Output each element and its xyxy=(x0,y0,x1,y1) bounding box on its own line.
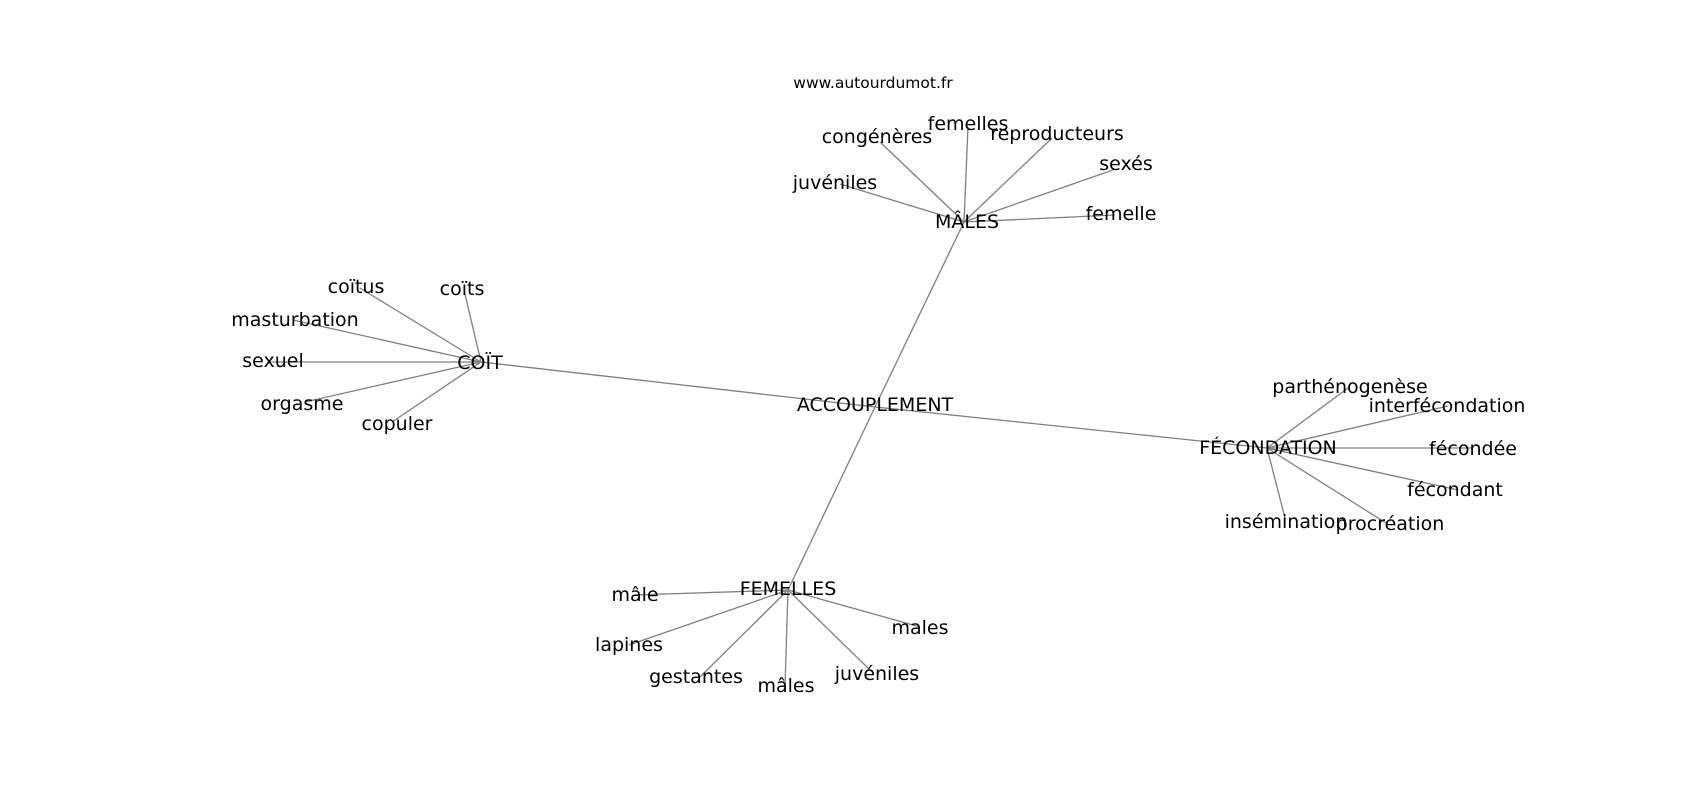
hub-node-coit: COÏT xyxy=(457,351,503,374)
leaf-edge xyxy=(879,141,965,223)
word-node: mâle xyxy=(611,584,658,606)
hub-node-femelles: FEMELLES xyxy=(740,578,837,600)
word-node: orgasme xyxy=(261,393,344,415)
hub-edge xyxy=(787,406,876,591)
leaf-edge xyxy=(1266,447,1459,491)
leaf-edge xyxy=(1266,447,1286,519)
word-node: juvéniles xyxy=(792,172,877,194)
word-node: mâles xyxy=(757,675,814,697)
word-node: congénères xyxy=(822,126,933,148)
leaf-edge xyxy=(359,287,482,363)
word-node: lapines xyxy=(595,634,663,656)
leaf-edge xyxy=(787,589,873,673)
leaf-edge xyxy=(463,289,482,363)
source-url: www.autourdumot.fr xyxy=(793,74,953,92)
leaf-edge xyxy=(963,137,1053,223)
leaf-edge xyxy=(634,589,789,596)
word-node: insémination xyxy=(1225,511,1348,533)
word-node: sexés xyxy=(1099,153,1153,175)
word-node: gestantes xyxy=(649,666,743,688)
leaf-edge xyxy=(304,361,482,403)
word-node: coïts xyxy=(440,278,485,300)
word-node: femelles xyxy=(928,113,1009,135)
leaf-edge xyxy=(699,589,789,678)
leaf-edge xyxy=(963,214,1116,223)
word-node: fécondée xyxy=(1429,438,1517,460)
leaf-edge xyxy=(292,319,482,363)
leaf-edge xyxy=(784,589,789,687)
leaf-edge xyxy=(391,361,482,423)
hub-edge xyxy=(480,361,876,408)
hub-edge xyxy=(874,406,1268,449)
word-node: interfécondation xyxy=(1369,395,1526,417)
word-node: juvéniles xyxy=(834,663,919,685)
center-node: ACCOUPLEMENT xyxy=(797,394,954,416)
hub-edge xyxy=(874,221,965,408)
word-node: parthénogenèse xyxy=(1272,376,1427,398)
word-node: males xyxy=(891,617,948,639)
leaf-edge xyxy=(1266,405,1449,449)
graph-edges xyxy=(270,126,1472,687)
word-node: masturbation xyxy=(231,309,358,331)
word-node: sexuel xyxy=(242,350,304,372)
graph-labels: www.autourdumot.fr ACCOUPLEMENT MÂLES co… xyxy=(231,74,1525,697)
word-node: reproducteurs xyxy=(990,123,1124,145)
word-node: femelle xyxy=(1086,203,1157,225)
hub-node-males: MÂLES xyxy=(935,210,999,233)
word-node: fécondant xyxy=(1407,479,1503,501)
leaf-edge xyxy=(1266,387,1349,449)
leaf-edge xyxy=(787,589,921,628)
leaf-edge xyxy=(628,589,789,646)
hub-node-fecondation: FÉCONDATION xyxy=(1199,436,1337,459)
word-node: copuler xyxy=(362,413,433,435)
word-node: procréation xyxy=(1336,513,1445,535)
leaf-edge xyxy=(963,126,969,223)
word-node: coïtus xyxy=(328,276,385,298)
leaf-edge xyxy=(1266,447,1387,524)
leaf-edge xyxy=(963,169,1114,223)
leaf-edge xyxy=(839,183,965,223)
